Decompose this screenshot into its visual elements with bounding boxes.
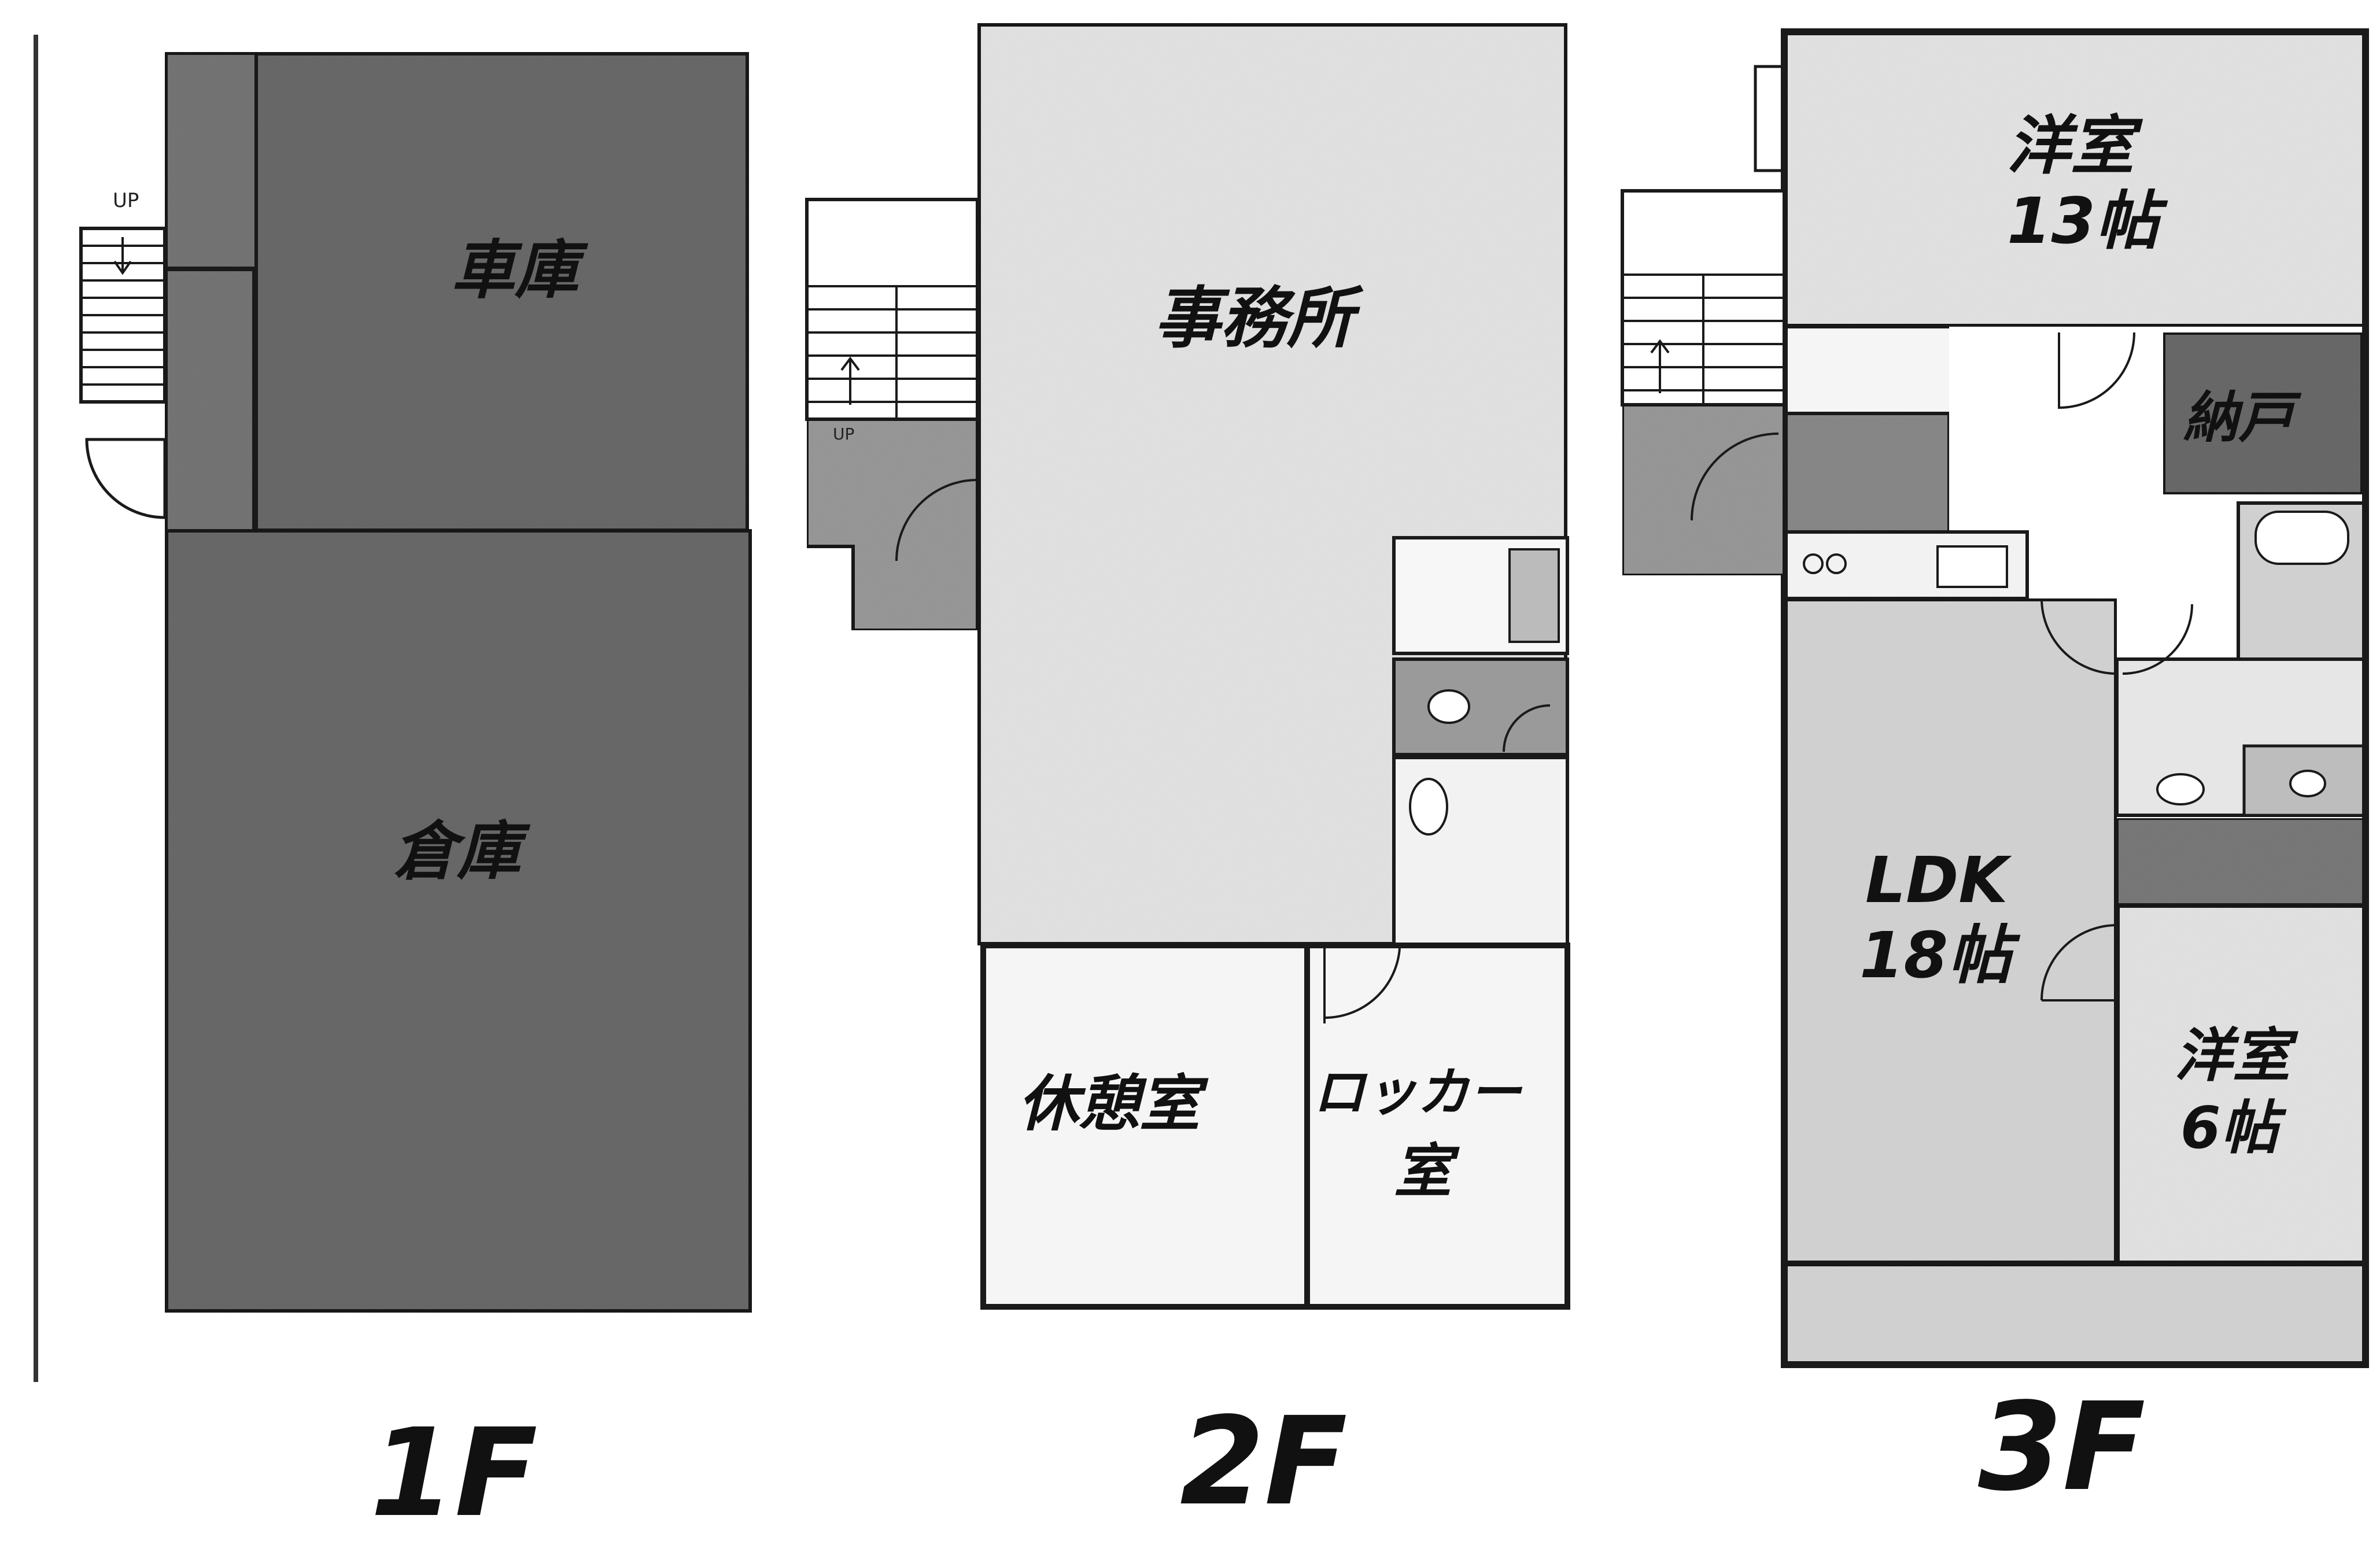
room-label-office: 事務所 xyxy=(1154,280,1364,357)
floor-label-1f: 1F xyxy=(370,1402,538,1541)
floor-label-3f: 3F xyxy=(1978,1376,2146,1518)
room-toilet-2f xyxy=(1392,657,1569,756)
closet-band-3f xyxy=(2115,816,2367,907)
room-garage xyxy=(251,49,752,535)
room-label-locker-line1: ロッカー xyxy=(1313,1062,1523,1123)
door-swing-3f xyxy=(1691,433,1779,521)
door-swing-1f xyxy=(85,438,165,519)
basin-icon xyxy=(1409,778,1448,836)
entry-corridor-1f xyxy=(162,49,260,535)
balcony-3f xyxy=(1781,1261,2368,1368)
sink-icon xyxy=(1508,548,1560,643)
staircase-3f xyxy=(1621,189,1786,577)
toilet-icon xyxy=(1427,689,1470,724)
staircase-2f: UP xyxy=(805,198,979,632)
room-warehouse xyxy=(161,526,755,1316)
floor-label-2f: 2F xyxy=(1180,1391,1348,1532)
door-swing-locker xyxy=(1324,948,1401,1019)
room-western-13 xyxy=(1781,29,2368,330)
sink-icon xyxy=(1936,545,2008,588)
room-locker xyxy=(1304,943,1570,1310)
window-3f xyxy=(1754,65,1786,172)
door-swing-western-6 xyxy=(2040,923,2118,1002)
room-label-garage: 車庫 xyxy=(451,233,589,307)
toilet-icon xyxy=(2289,770,2326,797)
staircase-1f: UP xyxy=(79,189,167,404)
stair-up-mark-1f: UP xyxy=(113,189,139,212)
room-label-locker-line2: 室 xyxy=(1394,1137,1460,1205)
floor-2f: UP 事務所 休憩室 ロッカー 室 2F xyxy=(805,20,1571,1532)
floor-1f: UP 車庫 倉庫 1F xyxy=(79,49,755,1541)
landing-2f xyxy=(805,417,979,632)
basin-icon xyxy=(2156,773,2205,805)
room-ldk xyxy=(1781,596,2120,1266)
room-label-western-6-line2: 6帖 xyxy=(2180,1094,2287,1162)
outline-3f xyxy=(1781,28,2369,1368)
landing-3f xyxy=(1621,403,1786,577)
room-break-room xyxy=(980,943,1310,1310)
door-swing-2f xyxy=(895,479,978,561)
room-label-western-13-line1: 洋室 xyxy=(2007,109,2143,183)
bathtub-icon xyxy=(2254,511,2349,565)
room-label-break-room: 休憩室 xyxy=(1018,1069,1209,1139)
door-swing-western-13 xyxy=(2058,332,2135,409)
room-label-storage: 納戸 xyxy=(2183,386,2302,450)
room-label-western-13-line2: 13帖 xyxy=(2007,184,2168,258)
room-storage xyxy=(2161,330,2365,497)
room-label-ldk-line1: LDK xyxy=(1865,843,2012,917)
floor-3f: 洋室 13帖 納戸 LDK 18帖 洋室 6帖 3F xyxy=(1621,28,2369,1518)
utility-3f xyxy=(1783,412,1951,534)
room-label-ldk-line2: 18帖 xyxy=(1859,918,2021,992)
stair-up-mark-2f: UP xyxy=(833,424,854,444)
room-label-warehouse: 倉庫 xyxy=(393,814,531,888)
stove-icon xyxy=(1803,553,1824,574)
room-label-western-6-line1: 洋室 xyxy=(2175,1022,2298,1089)
